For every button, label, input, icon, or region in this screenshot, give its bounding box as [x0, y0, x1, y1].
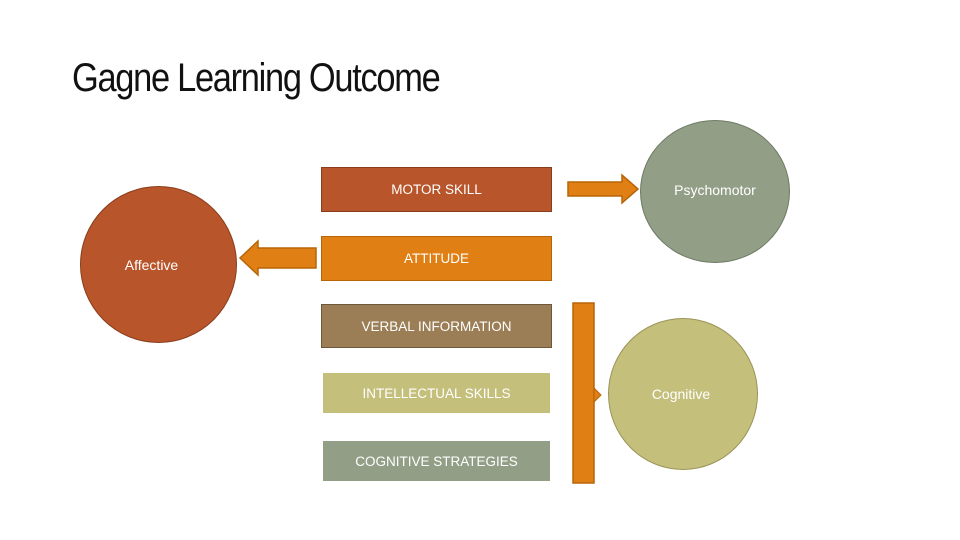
affective-label: Affective — [124, 256, 179, 273]
cognitive-bracket — [572, 302, 595, 484]
cognitive-strategies-box: COGNITIVE STRATEGIES — [323, 441, 550, 481]
motor-skill-label: MOTOR SKILL — [391, 182, 482, 197]
psychomotor-label: Psychomotor — [674, 181, 756, 198]
cognitive-circle: Cognitive — [608, 318, 758, 470]
attitude-box: ATTITUDE — [321, 236, 552, 281]
right-arrow-psychomotor — [567, 173, 640, 205]
intellectual-skills-label: INTELLECTUAL SKILLS — [362, 385, 511, 401]
slide-title: Gagne Learning Outcome — [72, 56, 441, 100]
verbal-information-label: VERBAL INFORMATION — [361, 318, 512, 334]
attitude-label: ATTITUDE — [404, 251, 469, 266]
cognitive-strategies-label: COGNITIVE STRATEGIES — [355, 453, 518, 469]
right-arrow-cognitive — [593, 386, 602, 404]
left-arrow-affective — [238, 239, 317, 277]
cognitive-label: Cognitive — [651, 386, 711, 402]
affective-circle: Affective — [80, 186, 237, 343]
intellectual-skills-box: INTELLECTUAL SKILLS — [323, 373, 550, 413]
verbal-information-box: VERBAL INFORMATION — [321, 304, 552, 348]
motor-skill-box: MOTOR SKILL — [321, 167, 552, 212]
psychomotor-circle: Psychomotor — [640, 120, 790, 263]
